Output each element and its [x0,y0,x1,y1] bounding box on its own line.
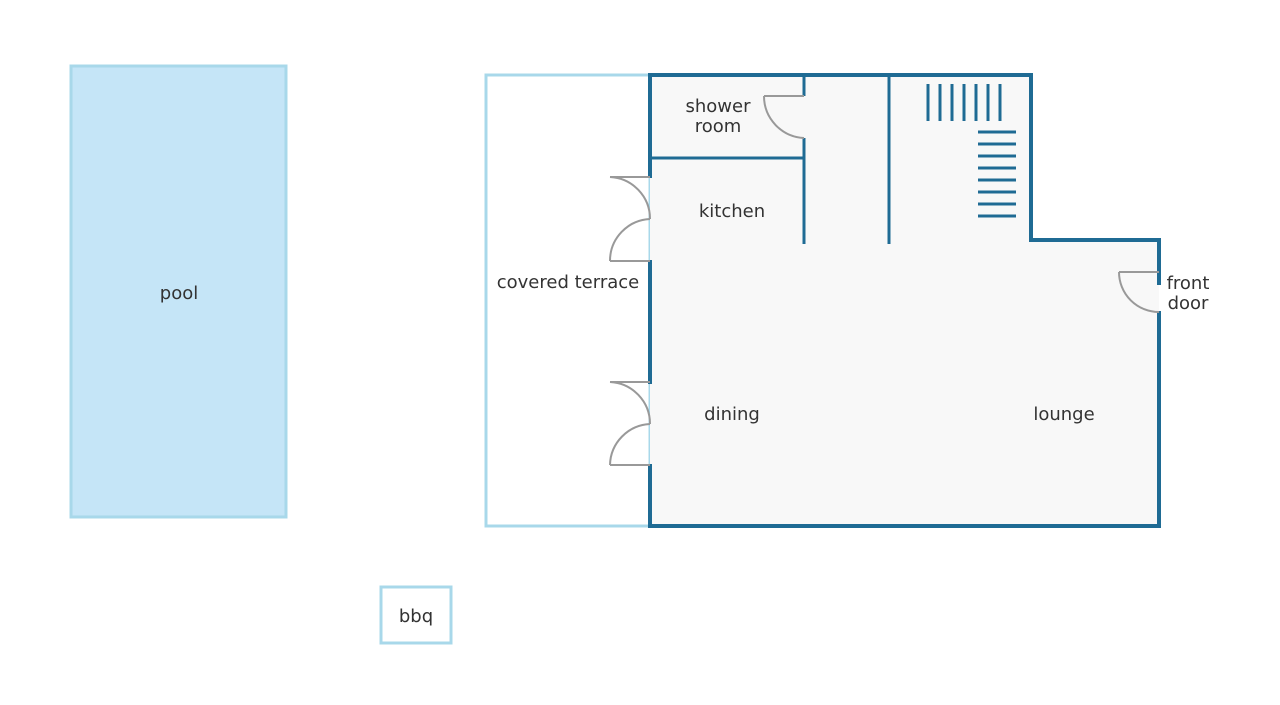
shower-room-label-line2: room [695,116,742,137]
kitchen-label: kitchen [699,201,765,222]
shower-room-label-line1: shower [686,96,752,117]
front-door [1118,271,1160,313]
front-door-label-line2: door [1168,293,1209,314]
bbq-label: bbq [399,606,433,627]
bbq-area [379,585,453,645]
shower-room-door [762,95,805,139]
interior-walls [652,75,891,244]
pool-area [69,64,288,519]
kitchen-terrace-door [608,176,652,262]
covered-terrace-label: covered terrace [497,272,639,293]
covered-terrace-area [484,73,652,528]
doors [608,95,1160,466]
exterior-walls [648,73,1161,528]
lounge-label: lounge [1033,404,1094,425]
dining-label: dining [704,404,760,425]
pool-label: pool [160,283,198,304]
house-floor [650,75,1159,526]
staircase [926,84,1016,218]
dining-terrace-door [609,381,652,466]
front-door-label-line1: front [1167,273,1210,294]
